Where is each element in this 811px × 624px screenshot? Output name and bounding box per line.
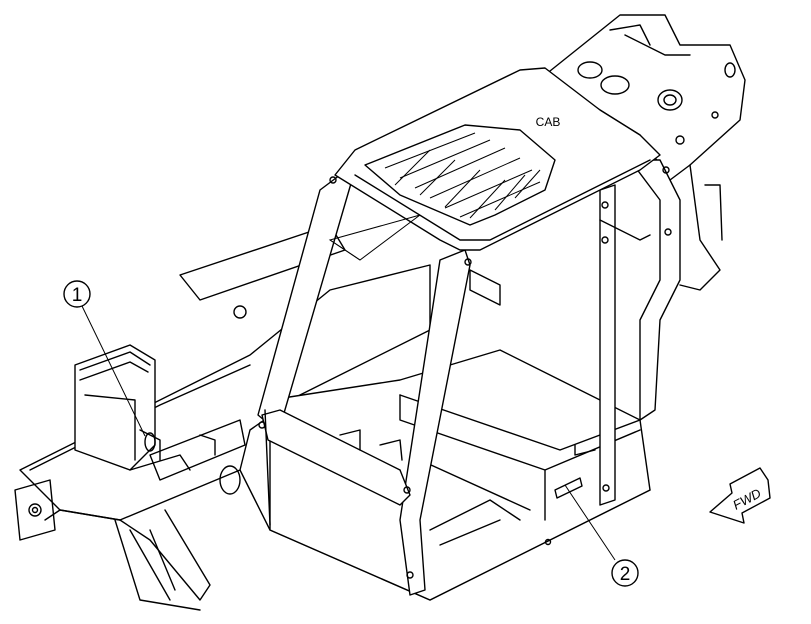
callout-1-label: 1: [72, 285, 83, 306]
bracket-assembly: [74, 344, 191, 471]
callout-1: 1: [63, 280, 91, 308]
callout-2: 2: [611, 559, 639, 587]
cab-floor: [269, 349, 651, 601]
callout-2-label: 2: [620, 564, 631, 585]
cab-rops-frame: [257, 67, 681, 596]
callout-leaders: [81, 305, 616, 561]
cab-label: CAB: [536, 115, 561, 129]
fwd-arrow: FWD: [709, 467, 771, 524]
